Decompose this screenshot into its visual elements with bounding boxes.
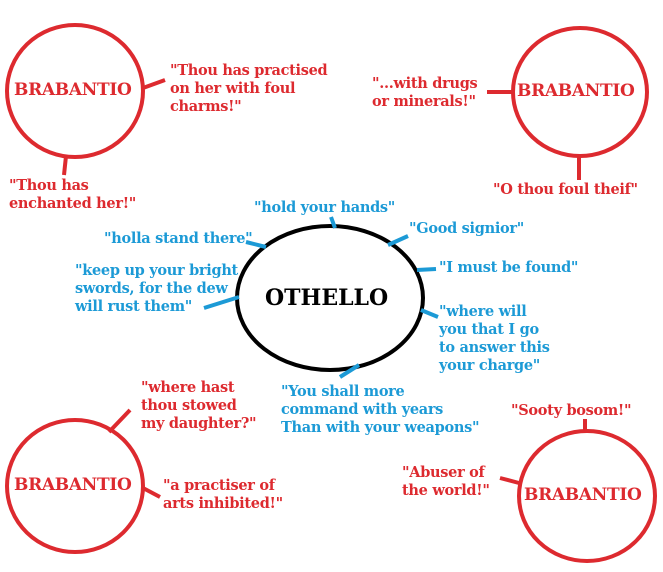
- othello-quote: "You shall more command with years Than …: [281, 383, 480, 436]
- brabantio-label: BRABANTIO: [524, 485, 642, 505]
- brabantio-label: BRABANTIO: [14, 475, 132, 495]
- brabantio-circle-bottom-left: [5, 418, 145, 554]
- brabantio-circle-top-left: [5, 23, 145, 159]
- connector: [142, 486, 161, 499]
- connector: [499, 476, 520, 485]
- brabantio-quote: "Abuser of the world!": [402, 464, 490, 499]
- othello-quote: "Good signior": [409, 220, 524, 237]
- brabantio-quote: "O thou foul theif": [493, 181, 638, 198]
- connector: [62, 155, 68, 176]
- brabantio-label: BRABANTIO: [517, 81, 635, 101]
- brabantio-circle-top-right: [511, 26, 649, 158]
- connector: [338, 363, 361, 379]
- othello-label: OTHELLO: [265, 285, 389, 311]
- connector: [387, 234, 409, 247]
- brabantio-label: BRABANTIO: [14, 80, 132, 100]
- brabantio-quote: "Sooty bosom!": [511, 402, 632, 419]
- connector: [142, 78, 166, 90]
- connector: [107, 408, 132, 434]
- connector: [416, 267, 437, 272]
- brabantio-quote: "where hast thou stowed my daughter?": [141, 379, 257, 432]
- othello-quote: "where will you that I go to answer this…: [439, 303, 550, 374]
- brabantio-quote: "...with drugs or minerals!": [372, 75, 478, 110]
- othello-quote: "keep up your bright swords, for the dew…: [75, 262, 238, 315]
- connector: [329, 216, 337, 229]
- connector: [245, 240, 267, 249]
- othello-quote: "I must be found": [439, 259, 579, 276]
- connector: [203, 295, 240, 310]
- brabantio-quote: "Thou has enchanted her!": [9, 177, 137, 212]
- brabantio-quote: "Thou has practised on her with foul cha…: [170, 62, 328, 115]
- othello-quote: "holla stand there": [104, 230, 253, 247]
- brabantio-quote: "a practiser of arts inhibited!": [163, 477, 283, 512]
- othello-quote: "hold your hands": [254, 199, 396, 216]
- connector: [420, 308, 439, 319]
